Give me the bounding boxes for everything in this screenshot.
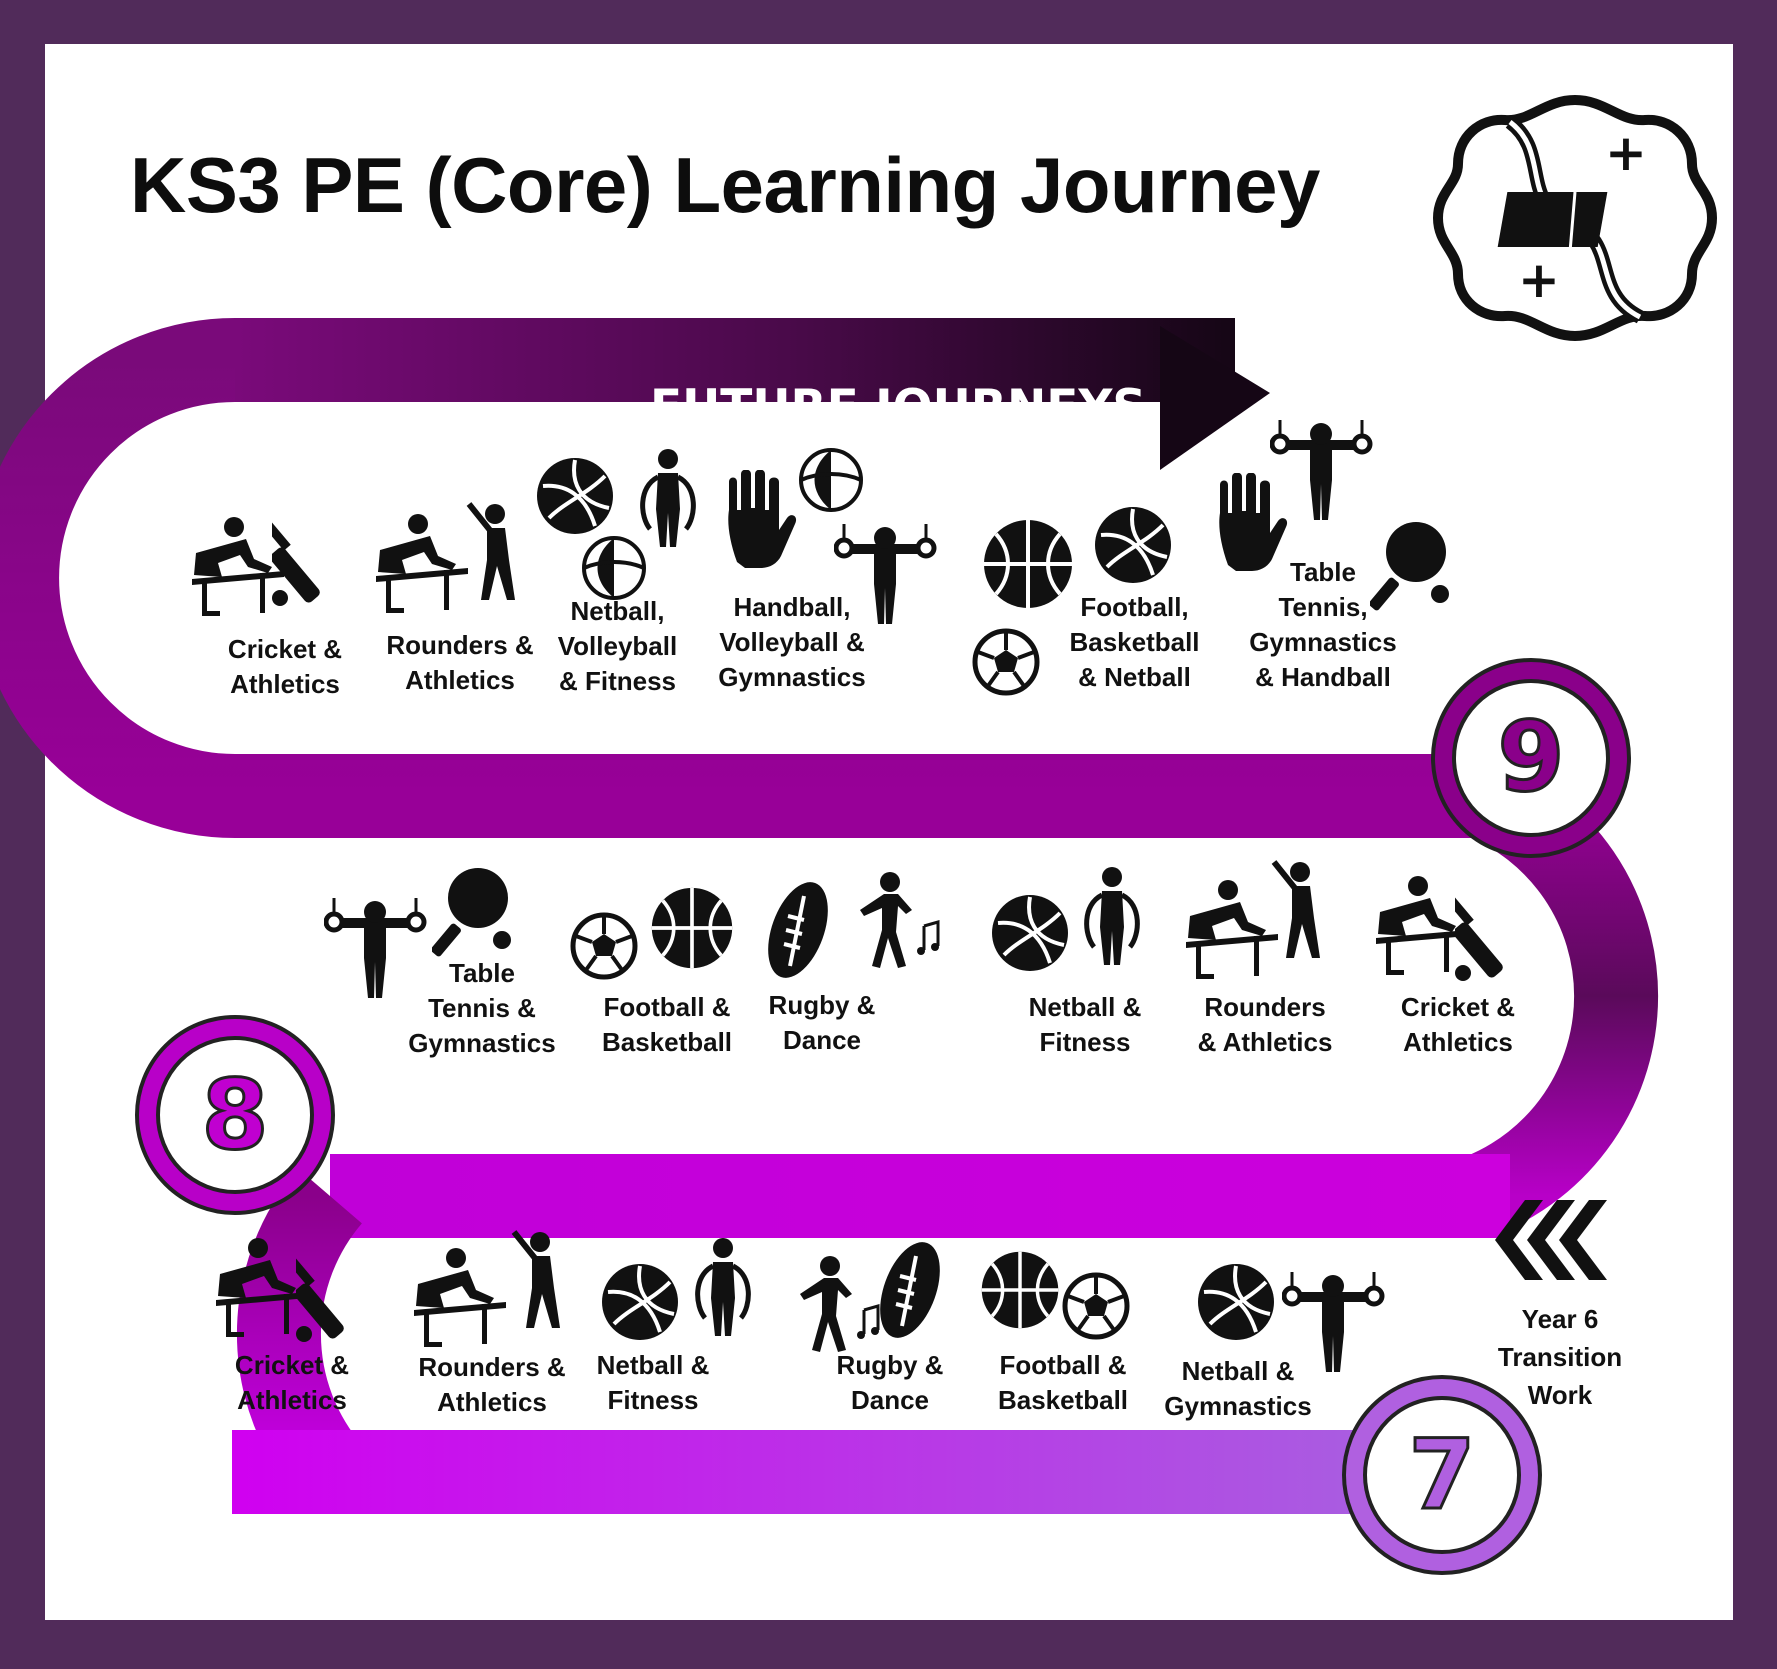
y9-rounders-athletics-label: Rounders &Athletics [386,630,534,695]
y8-rounders-athletics-label: Rounders& Athletics [1197,992,1333,1057]
hurdler-icon [1186,880,1278,979]
hand-icon [728,470,797,568]
volleyball-icon [1196,1262,1276,1342]
skipping-rope-icon [630,447,706,557]
skipping-rope-icon [1074,865,1150,975]
hurdler-icon [414,1248,506,1347]
y7-netball-gymnastics-label: Netball &Gymnastics [1164,1356,1312,1421]
basketball-icon [650,886,734,970]
basketball-icon [980,1250,1060,1330]
y8-netball-fitness-label: Netball &Fitness [1028,992,1142,1057]
school-crest-logo: + + [1432,94,1718,342]
y7-rugby-dance-label: Rugby &Dance [836,1350,944,1415]
y9-netball-volleyball-fitness-label: Netball,Volleyball& Fitness [557,596,678,696]
page-title: KS3 PE (Core) Learning Journey [130,141,1320,229]
football-icon [1062,1272,1132,1342]
svg-text:+: + [1605,124,1647,182]
cricket-bat-icon [296,1254,346,1342]
batter-icon [1270,858,1330,968]
table-tennis-icon [432,868,511,958]
cricket-bat-icon [1455,893,1505,981]
rugby-ball-icon [758,876,838,986]
y8-football-basketball-label: Football &Basketball [601,992,733,1057]
y8-cricket-athletics-label: Cricket &Athletics [1400,992,1516,1057]
y7-cricket-athletics-label: Cricket &Athletics [234,1350,350,1415]
y9-cricket-athletics-label: Cricket &Athletics [227,634,343,699]
y8-rugby-dance-label: Rugby &Dance [768,990,876,1055]
volleyball-icon [600,1262,680,1342]
cricket-bat-icon [272,518,322,606]
rugby-ball-icon [870,1236,950,1346]
volleyball-icon [535,456,615,536]
badge-year-9 [1431,658,1631,858]
batter-icon [510,1228,570,1338]
dancer-icon [858,872,941,970]
y9-handball-volleyball-gymnastics-label: Handball,Volleyball &Gymnastics [718,592,866,692]
future-journeys-banner: FUTURE JOURNEYS [650,380,1147,435]
svg-text:+: + [1518,251,1560,309]
skipping-rope-icon [685,1236,761,1346]
hurdler-icon [376,514,468,613]
batter-icon [465,500,525,610]
volleyball-icon [1093,505,1173,585]
gymnastics-rings-icon [1270,420,1374,535]
y9-football-basketball-netball-label: Football,Basketball& Netball [1069,592,1200,692]
y7-netball-fitness-label: Netball &Fitness [596,1350,710,1415]
beach-ball-icon [799,448,863,512]
y7-rounders-athletics-label: Rounders &Athletics [418,1352,566,1417]
football-icon [972,628,1042,698]
volleyball-icon [990,893,1070,973]
chevron-left-triple-icon [1495,1200,1607,1280]
football-icon [570,912,640,982]
y7-football-basketball-label: Football &Basketball [997,1350,1129,1415]
badge-year-8 [135,1015,335,1215]
badge-year-7 [1342,1375,1542,1575]
